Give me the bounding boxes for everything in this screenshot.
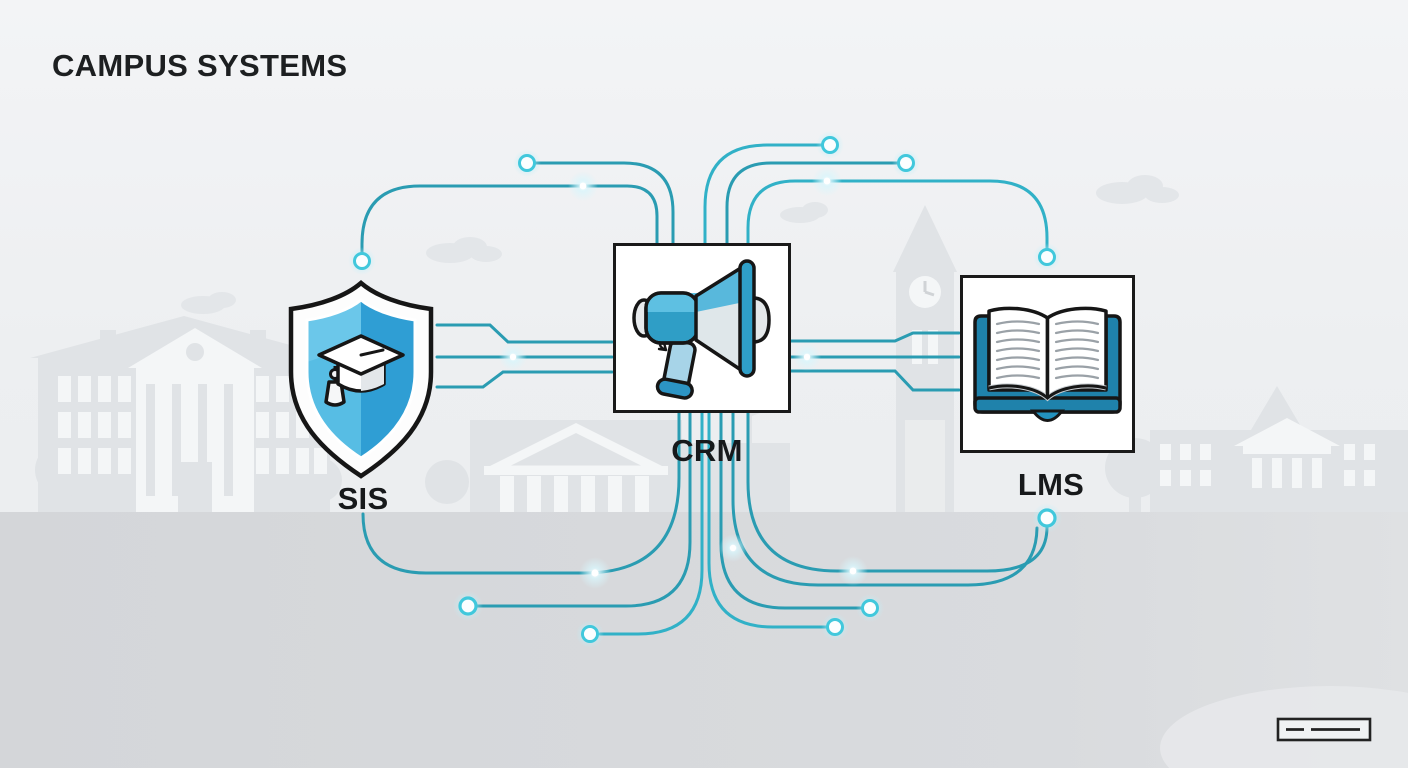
circuit-node-icon xyxy=(513,149,541,177)
circuit-node-icon xyxy=(348,247,376,275)
page-title: CAMPUS SYSTEMS xyxy=(52,48,348,83)
wire-crm-lms-1 xyxy=(789,331,961,343)
wire-sis-crm-1 xyxy=(435,323,614,344)
sis-label: SIS xyxy=(337,481,389,516)
wire-crm-top-mid xyxy=(703,143,823,245)
sis-node xyxy=(283,278,439,490)
wire-crm-to-sis-top-arc xyxy=(360,184,659,255)
wire-crm-top-right xyxy=(725,161,899,245)
wire-crm-top-left xyxy=(534,161,675,245)
megaphone-icon xyxy=(632,259,771,400)
wire-crm-bottom-left-1 xyxy=(475,411,692,608)
circuit-node-icon xyxy=(576,620,604,648)
circuit-node-icon xyxy=(816,131,844,159)
wire-crm-to-lms-top-arc xyxy=(746,179,1049,250)
circuit-node-icon xyxy=(856,594,884,622)
wire-crm-lms-3 xyxy=(789,369,961,392)
wire-crm-to-lms-bottom-outer xyxy=(746,411,1049,573)
wire-crm-bottom-right-1 xyxy=(707,411,828,629)
campus-buildings xyxy=(30,205,1408,512)
open-book-icon xyxy=(973,306,1122,422)
cloud-icon xyxy=(181,175,1179,314)
lms-label: LMS xyxy=(1017,467,1085,502)
circuit-node-icon xyxy=(821,613,849,641)
circuit-node-icon xyxy=(1032,503,1062,533)
megaphone-handle xyxy=(655,339,697,400)
graduation-cap-icon xyxy=(317,334,405,407)
graduation-shield-icon xyxy=(288,280,434,479)
circuit-node-icon xyxy=(892,149,920,177)
circuit-node-icon xyxy=(453,591,483,621)
wire-glints xyxy=(499,166,868,589)
page-text-lines xyxy=(995,320,1100,380)
crm-node xyxy=(613,243,791,413)
megaphone-body xyxy=(644,259,771,378)
lms-node xyxy=(960,275,1135,453)
circuit-node-icon xyxy=(1033,243,1061,271)
dash-badge-icon xyxy=(1276,717,1372,742)
crm-label: CRM xyxy=(671,433,743,468)
wire-sis-crm-3 xyxy=(435,370,614,389)
circuit-nodes xyxy=(348,131,1062,648)
wire-crm-bottom-left-2 xyxy=(598,411,704,636)
